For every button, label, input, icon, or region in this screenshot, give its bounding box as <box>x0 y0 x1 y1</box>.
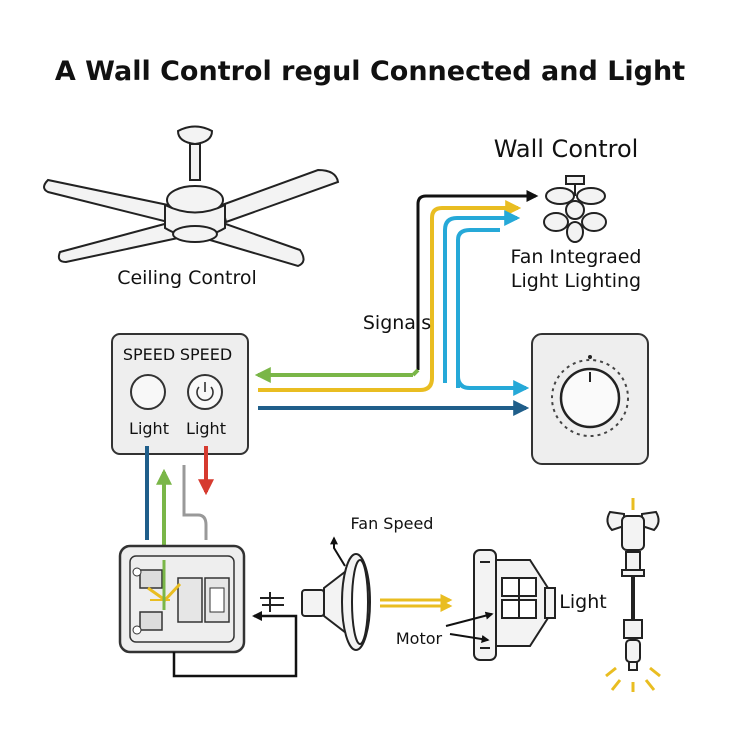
light-label-right: Light <box>186 419 226 438</box>
page-title: A Wall Control regul Connected and Light <box>55 56 685 87</box>
motor-label: Motor <box>396 629 443 648</box>
dimmer-knob-icon[interactable] <box>559 367 621 429</box>
speed-label-right: SPEED <box>180 345 232 364</box>
small-fan-icon <box>543 175 607 243</box>
light-rays-bottom <box>605 666 661 692</box>
black-loop-wire <box>172 611 298 678</box>
ceiling-fan-icon <box>43 125 340 268</box>
wall-dimmer-control[interactable] <box>531 333 649 465</box>
speed-button-left[interactable] <box>130 374 166 410</box>
motor-pointer-2 <box>449 633 490 643</box>
fan-integrated-label-line1: Fan Integraed <box>511 246 642 268</box>
wall-control-label: Wall Control <box>494 135 639 163</box>
green-signal-wire-vertical <box>411 368 420 377</box>
motor-icon <box>301 553 371 651</box>
power-icon <box>196 382 214 402</box>
plug-pins <box>260 592 284 612</box>
speed-control-panel: SPEED SPEED Light Light <box>111 333 249 455</box>
motor-pointer-1 <box>445 611 494 627</box>
cyan-signal-wire <box>456 228 526 388</box>
gray-wire <box>182 465 208 540</box>
motor-housing-icon <box>473 549 556 661</box>
yellow-signal-wire <box>258 200 522 392</box>
junction-box <box>118 544 246 654</box>
bulb-icon <box>606 510 660 671</box>
light-bulb-label: Light <box>559 591 606 613</box>
fan-integrated-label-line2: Light Lighting <box>511 270 641 292</box>
speed-label-left: SPEED <box>123 345 175 364</box>
ceiling-control-label: Ceiling Control <box>117 267 257 289</box>
light-label-left: Light <box>129 419 169 438</box>
black-signal-wire <box>416 190 539 370</box>
fan-speed-label: Fan Speed <box>351 514 434 533</box>
signals-label: Signals <box>363 312 431 334</box>
fan-speed-pointer <box>330 536 346 567</box>
cyan-signal-wire-top <box>443 210 521 383</box>
